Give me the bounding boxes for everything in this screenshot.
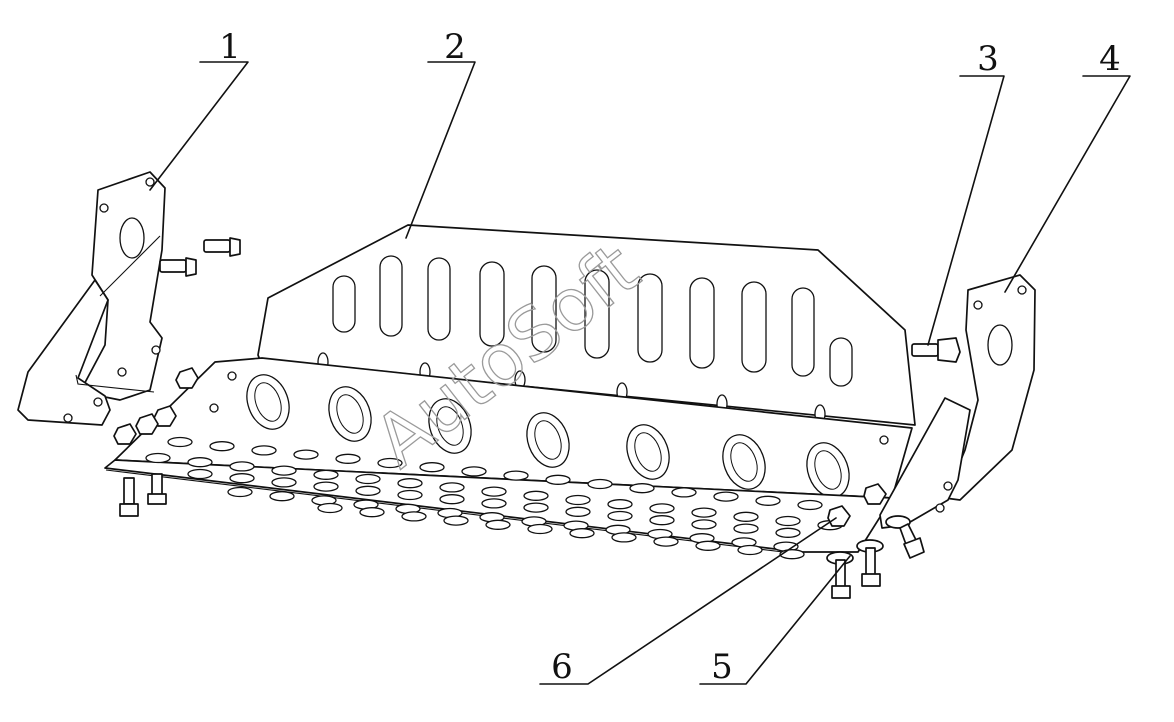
perforation-hole <box>271 477 297 488</box>
perforation-hole <box>251 445 277 456</box>
perforation-hole <box>587 478 613 490</box>
perforation-hole <box>503 470 529 481</box>
perforation-hole <box>359 507 385 518</box>
bolt-left-bracket <box>159 257 197 277</box>
rear-wall-slots <box>332 255 853 387</box>
perforation-hole <box>229 461 255 472</box>
callout-3: 3 <box>977 39 999 79</box>
perforation-hole <box>649 503 675 514</box>
perforation-hole <box>313 481 339 492</box>
perforation-hole <box>229 473 255 484</box>
perforation-hole <box>755 495 781 506</box>
perforation-hole <box>569 528 595 539</box>
perforation-hole <box>481 486 507 497</box>
perforation-hole <box>481 498 507 509</box>
perforation-hole <box>485 519 511 530</box>
perforation-hole <box>439 482 465 493</box>
perforation-hole <box>145 452 171 464</box>
perforation-hole <box>227 486 253 498</box>
perforation-hole <box>691 519 717 530</box>
perforation-hole <box>355 485 381 496</box>
perforation-hole <box>775 527 801 538</box>
perforation-hole <box>397 478 423 489</box>
perforation-hole <box>565 494 591 506</box>
perforation-hole <box>545 474 571 485</box>
perforation-hole <box>461 466 487 477</box>
perforation-hole <box>401 511 427 522</box>
callout-2: 2 <box>444 27 466 67</box>
perforation-hole <box>671 487 697 498</box>
oval-stampings <box>246 374 850 498</box>
perforation-hole <box>733 511 759 522</box>
perforation-hole <box>629 483 655 494</box>
bolt-left-upper <box>203 237 241 257</box>
perforation-hole <box>565 506 591 517</box>
perforation-hole <box>779 549 805 560</box>
perforation-hole <box>443 515 469 526</box>
skid-plate-front-flat <box>104 436 893 560</box>
perforation-hole <box>317 502 343 514</box>
callout-5: 5 <box>711 647 733 687</box>
bolt-right-bracket <box>885 515 925 559</box>
perforation-hole <box>397 489 423 501</box>
perforation-hole <box>355 473 381 485</box>
right-mounting-bracket <box>879 274 1036 529</box>
leader-lines <box>149 61 1131 685</box>
perforation-hole <box>527 523 553 535</box>
left-mounting-bracket <box>17 171 166 426</box>
perforation-hole <box>187 457 213 468</box>
perforation-hole <box>167 436 193 448</box>
callout-labels: 1 2 3 4 6 5 <box>219 27 1121 687</box>
perforation-hole <box>611 532 637 543</box>
perforation-hole <box>733 523 759 534</box>
skid-plate-sloped-section <box>114 357 913 499</box>
perforation-hole <box>691 507 717 518</box>
bolts-part-5 <box>826 539 884 599</box>
perforation-holes <box>145 436 843 560</box>
perforation-hole <box>607 510 633 522</box>
perforation-hole <box>607 499 633 510</box>
perforation-hole <box>313 469 339 480</box>
perforation-hole <box>653 536 679 547</box>
callout-6: 6 <box>551 647 573 687</box>
perforation-hole <box>269 491 295 502</box>
callout-4: 4 <box>1099 39 1121 79</box>
perforation-hole <box>335 453 361 464</box>
perforation-hole <box>523 502 549 513</box>
callout-1: 1 <box>219 27 241 67</box>
perforation-hole <box>695 540 721 551</box>
perforation-hole <box>271 465 297 476</box>
perforation-hole <box>377 457 403 469</box>
perforation-hole <box>419 462 445 473</box>
perforation-hole <box>737 544 763 556</box>
perforation-hole <box>775 515 801 527</box>
perforation-hole <box>649 515 675 526</box>
nut-part-6 <box>827 483 887 527</box>
nuts-left <box>113 367 199 445</box>
perforation-hole <box>797 499 823 511</box>
perforation-hole <box>523 490 549 501</box>
bolt-part-3 <box>911 337 961 363</box>
perforation-hole <box>293 449 319 460</box>
perforation-hole <box>713 491 739 502</box>
perforation-hole <box>439 494 465 505</box>
perforation-hole <box>209 441 235 452</box>
perforation-hole <box>187 468 213 480</box>
bolts-bottom-left <box>119 473 167 517</box>
